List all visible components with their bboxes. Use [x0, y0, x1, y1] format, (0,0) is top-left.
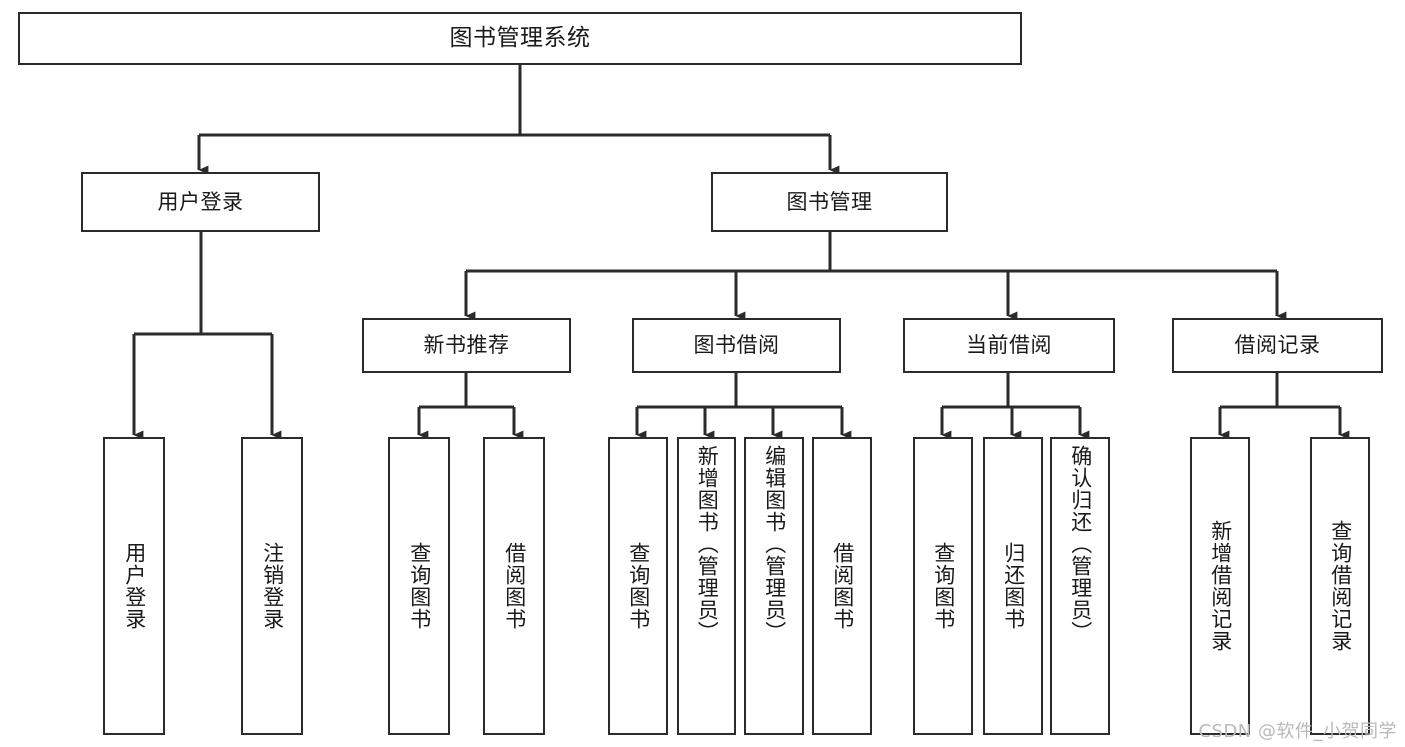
node-label: 查询图书	[626, 542, 651, 630]
new-book-connectors	[417, 373, 524, 440]
borrow-connectors	[635, 373, 852, 440]
node-label: 编辑图书（管理员）	[762, 445, 787, 643]
node-label: 图书借阅	[693, 333, 780, 357]
leaf-record-add-record[interactable]: 新增借阅记录	[1190, 437, 1250, 735]
node-label: 借阅记录	[1234, 333, 1321, 357]
root-connectors	[197, 65, 840, 175]
node-label: 查询借阅记录	[1328, 520, 1353, 652]
node-label: 新增借阅记录	[1208, 520, 1233, 652]
node-label: 注销登录	[260, 542, 285, 630]
leaf-borrow-add-book-admin[interactable]: 新增图书（管理员）	[677, 437, 736, 735]
node-user-login[interactable]: 用户登录	[81, 172, 320, 232]
leaf-current-return-book[interactable]: 归还图书	[983, 437, 1043, 735]
node-label: 查询图书	[931, 542, 956, 630]
leaf-user-login[interactable]: 用户登录	[103, 437, 165, 735]
book-manage-connectors	[464, 232, 1287, 321]
user-login-connectors	[132, 232, 282, 440]
node-label: 新书推荐	[423, 333, 510, 357]
node-label: 新增图书（管理员）	[695, 445, 720, 643]
node-label: 归还图书	[1001, 542, 1026, 630]
node-new-book-recommend[interactable]: 新书推荐	[362, 318, 571, 373]
leaf-current-query-book[interactable]: 查询图书	[913, 437, 973, 735]
node-label: 图书管理系统	[449, 25, 591, 51]
record-connectors	[1218, 373, 1350, 440]
node-label: 查询图书	[407, 542, 432, 630]
node-label: 当前借阅	[966, 333, 1052, 357]
node-borrow-record[interactable]: 借阅记录	[1172, 318, 1383, 373]
node-label: 借阅图书	[502, 542, 527, 630]
current-borrow-connectors	[940, 373, 1090, 440]
leaf-borrow-edit-book-admin[interactable]: 编辑图书（管理员）	[744, 437, 804, 735]
node-root-system[interactable]: 图书管理系统	[18, 12, 1022, 65]
leaf-newbook-query-book[interactable]: 查询图书	[388, 437, 450, 735]
leaf-current-confirm-return-admin[interactable]: 确认归还（管理员）	[1050, 437, 1110, 735]
node-label: 借阅图书	[830, 542, 855, 630]
leaf-newbook-borrow-book[interactable]: 借阅图书	[483, 437, 545, 735]
leaf-record-query-record[interactable]: 查询借阅记录	[1310, 437, 1370, 735]
node-label: 图书管理	[786, 189, 873, 214]
leaf-borrow-query-book[interactable]: 查询图书	[608, 437, 668, 735]
leaf-user-logout[interactable]: 注销登录	[241, 437, 303, 735]
node-label: 确认归还（管理员）	[1068, 445, 1093, 643]
node-book-borrow[interactable]: 图书借阅	[632, 318, 841, 373]
leaf-borrow-borrow-book[interactable]: 借阅图书	[812, 437, 872, 735]
node-label: 用户登录	[122, 542, 147, 630]
node-book-manage[interactable]: 图书管理	[711, 172, 948, 232]
node-current-borrow[interactable]: 当前借阅	[903, 318, 1115, 373]
node-label: 用户登录	[157, 189, 244, 214]
